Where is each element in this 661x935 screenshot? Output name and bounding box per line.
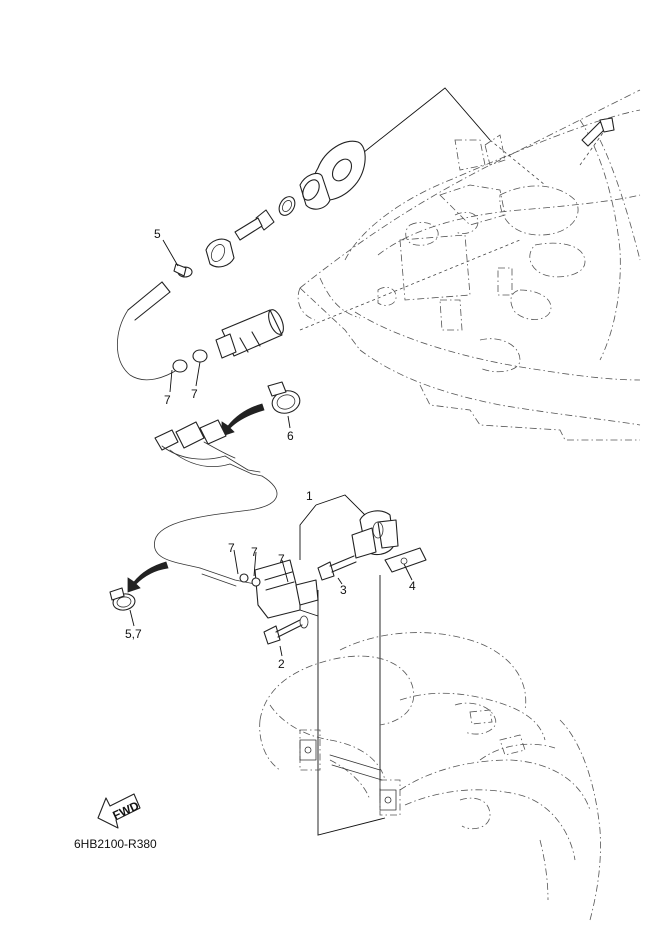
callout-3: 3: [340, 583, 347, 597]
arrow-lower: [127, 561, 169, 593]
callout-7-left: 7: [164, 393, 171, 407]
clamp-7-pair: [169, 349, 208, 393]
sender-assembly: [199, 549, 319, 619]
wiring-harness: [154, 419, 278, 569]
bolt-top-right: [581, 117, 615, 147]
hose: [117, 281, 181, 381]
callout-7-a: 7: [228, 541, 235, 555]
callout-5-top: 5: [154, 227, 161, 241]
bolt-2: [263, 615, 309, 657]
sensor-connector-assembly: [205, 140, 366, 268]
swivel-bracket-phantom: [259, 632, 601, 921]
clamp-6: [267, 381, 301, 429]
leader-lines-lower: [299, 575, 386, 836]
bolt-3: [317, 555, 357, 585]
arrow-upper: [221, 403, 265, 437]
callout-6: 6: [287, 429, 294, 443]
clamp-5-top: [162, 239, 193, 278]
callout-7-c: 7: [278, 552, 285, 566]
engine-cowling-phantom: [297, 89, 641, 441]
callout-2: 2: [278, 657, 285, 671]
bracket-1: [299, 494, 399, 560]
callout-1: 1: [306, 489, 313, 503]
leader-lines-top: [299, 87, 606, 331]
drawing-code: 6HB2100-R380: [74, 837, 157, 851]
fwd-label: FWD: [110, 798, 141, 822]
callout-5-7: 5,7: [125, 627, 142, 641]
callout-4: 4: [409, 579, 416, 593]
callout-7-b: 7: [251, 545, 258, 559]
clamp-5-7-lower: [109, 587, 136, 627]
hose-end-fitting: [215, 309, 284, 359]
fwd-arrow-icon: FWD: [97, 793, 141, 829]
plate-4: [384, 547, 427, 581]
callout-7-right: 7: [191, 387, 198, 401]
